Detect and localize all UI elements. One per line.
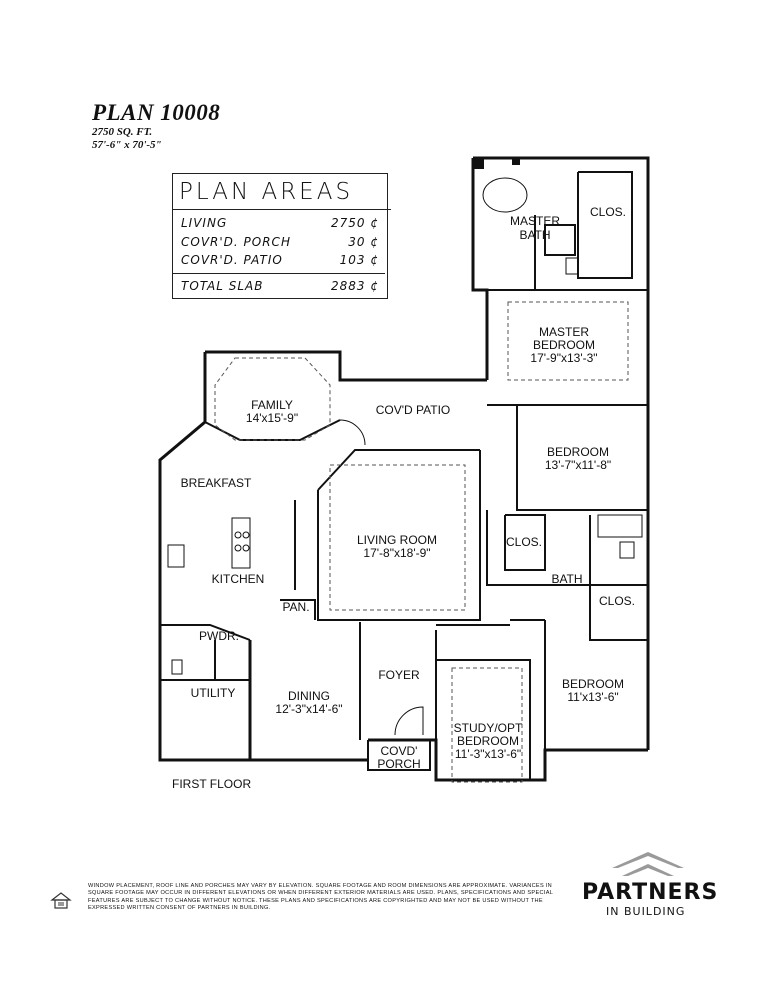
area-label: TOTAL SLAB (181, 279, 264, 293)
living-room-size: 17'-8"x18'-9" (363, 546, 430, 560)
plan-dimensions: 57'-6" x 70'-5" (92, 139, 162, 151)
master-bath-label: MASTER (510, 214, 560, 228)
area-row-living: LIVING 2750 ¢ (181, 216, 379, 230)
toilet-icon-bath (619, 541, 635, 559)
study-label-2: BEDROOM (457, 734, 519, 748)
plan-title: PLAN 10008 (92, 100, 221, 125)
area-total-divider (173, 273, 385, 274)
area-label: COVR'D. PATIO (181, 253, 283, 267)
bedroom2-label: BEDROOM (547, 445, 609, 459)
covd-porch-label-2: PORCH (377, 757, 420, 771)
kitchen-label: KITCHEN (212, 572, 265, 586)
toilet-icon-master (565, 257, 579, 275)
breakfast-label: BREAKFAST (181, 476, 252, 490)
door-swing-patio (339, 419, 366, 446)
toilet-icon (171, 659, 183, 675)
door-swing (394, 706, 424, 736)
brand-tagline: IN BUILDING (606, 905, 686, 918)
study-label: STUDY/OPT (454, 721, 523, 735)
plan-areas-table: PLAN AREAS LIVING 2750 ¢ COVR'D. PORCH 3… (172, 173, 391, 299)
master-bedroom-size: 17'-9"x13'-3" (530, 351, 597, 365)
family-size: 14'x15'-9" (246, 411, 298, 425)
corner-column (474, 159, 484, 169)
utility-label: UTILITY (191, 686, 236, 700)
interior-walls (160, 171, 648, 780)
master-bedroom-label: MASTER (539, 325, 589, 339)
bathtub-icon (597, 514, 643, 538)
area-row-porch: COVR'D. PORCH 30 ¢ (181, 235, 379, 249)
plan-areas-title: PLAN AREAS (173, 174, 391, 210)
floor-label: FIRST FLOOR (172, 777, 252, 791)
partners-logo-mark (612, 852, 684, 876)
covd-porch-label: COVD' (381, 744, 418, 758)
sink-icon (167, 544, 185, 568)
bath-label: BATH (551, 572, 582, 586)
area-label: COVR'D. PORCH (181, 235, 291, 249)
area-value: 103 ¢ (339, 253, 379, 267)
pwdr-label: PWDR. (199, 629, 239, 643)
disclaimer-text: WINDOW PLACEMENT, ROOF LINE AND PORCHES … (88, 883, 553, 912)
area-value: 2750 ¢ (331, 216, 379, 230)
study-size: 11'-3"x13'-6" (455, 747, 521, 761)
tub-icon (482, 177, 528, 213)
covd-patio-label: COV'D PATIO (376, 403, 451, 417)
ceiling-lines (214, 301, 629, 783)
clos-master-label: CLOS. (590, 205, 626, 219)
exterior-walls (158, 156, 650, 782)
bedroom3-label: BEDROOM (562, 677, 624, 691)
area-value: 2883 ¢ (331, 279, 379, 293)
master-bedroom-label-2: BEDROOM (533, 338, 595, 352)
living-room-label: LIVING ROOM (357, 533, 437, 547)
clos2-label: CLOS. (506, 535, 542, 549)
fixtures (167, 177, 643, 736)
dining-size: 12'-3"x14'-6" (275, 702, 342, 716)
bedroom3-size: 11'x13'-6" (567, 690, 618, 704)
family-label: FAMILY (251, 398, 293, 412)
brand-name: PARTNERS (582, 880, 719, 905)
pan-label: PAN. (282, 600, 309, 614)
room-labels: MASTER BATH CLOS. MASTER BEDROOM 17'-9"x… (181, 205, 635, 771)
foyer-label: FOYER (378, 668, 420, 682)
island-icon (231, 517, 251, 569)
bedroom2-size: 13'-7"x11'-8" (545, 458, 611, 472)
equal-housing-icon (50, 892, 72, 909)
area-value: 30 ¢ (348, 235, 379, 249)
area-row-patio: COVR'D. PATIO 103 ¢ (181, 253, 379, 267)
area-row-total: TOTAL SLAB 2883 ¢ (181, 279, 379, 293)
master-bath-label-2: BATH (519, 228, 550, 242)
plan-sqft: 2750 SQ. FT. (92, 126, 153, 138)
dining-label: DINING (288, 689, 330, 703)
clos3-label: CLOS. (599, 594, 635, 608)
area-label: LIVING (181, 216, 228, 230)
